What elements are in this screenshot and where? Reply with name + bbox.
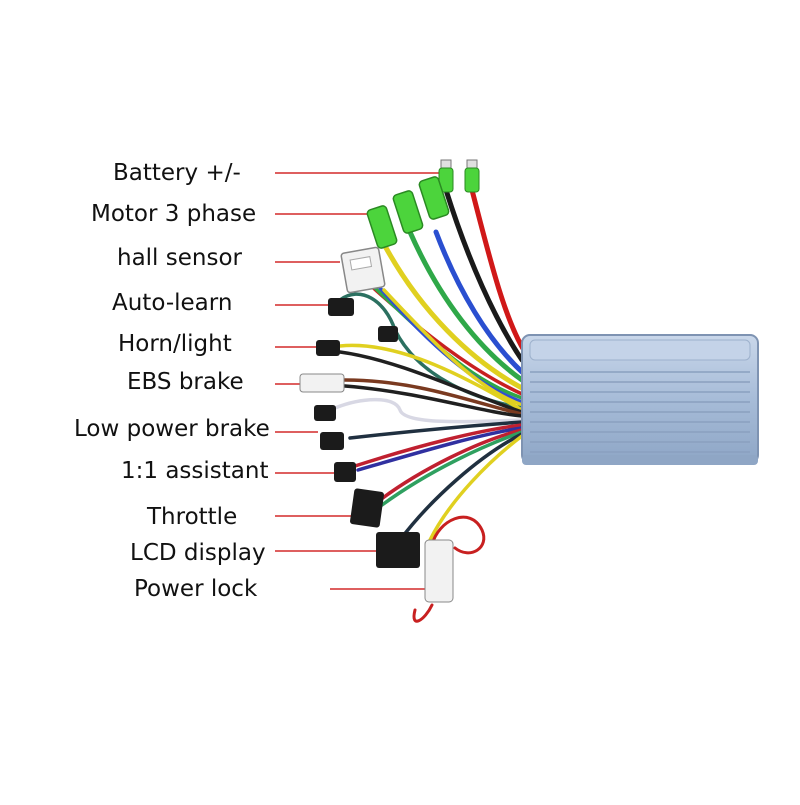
wire-battery-black — [443, 187, 525, 363]
wire-motor-blue — [433, 229, 525, 375]
label-powerlock: Power lock — [134, 576, 258, 602]
wire-horn-yellow — [338, 343, 524, 412]
label-battery: Battery +/- — [113, 160, 241, 186]
wire-lowbrake-dark — [348, 420, 524, 440]
horn-connector — [316, 340, 340, 356]
wire-motor-green — [407, 229, 525, 383]
lcd-connector — [376, 532, 420, 568]
controller-box — [521, 334, 759, 465]
wire-powerlock-red — [430, 515, 486, 555]
battery-terminals — [438, 159, 480, 193]
assistant-connector — [334, 462, 356, 482]
lowbrake-connector-1 — [314, 405, 336, 421]
wire-powerlock-loop — [412, 603, 434, 623]
throttle-connector — [350, 488, 384, 528]
label-autolearn: Auto-learn — [112, 290, 233, 316]
autolearn-connector — [328, 298, 354, 316]
hall-sensor-connector — [340, 246, 386, 294]
label-throttle: Throttle — [147, 504, 238, 530]
wire-ebs-brown — [343, 378, 524, 416]
wire-lowbrake-white — [333, 397, 524, 424]
label-hall: hall sensor — [117, 245, 242, 271]
wire-assistant-blue — [356, 426, 524, 472]
wire-throttle-green — [380, 430, 524, 507]
wire-hall-yellow — [382, 288, 524, 407]
wire-motor-yellow — [382, 243, 525, 391]
wire-horn-black — [338, 350, 524, 414]
small-connectors — [299, 298, 454, 603]
wire-bundle — [333, 187, 528, 623]
label-lcd: LCD display — [130, 540, 266, 566]
ebs-connector — [299, 373, 345, 393]
wire-ebs-black — [343, 384, 524, 418]
label-assistant: 1:1 assistant — [121, 458, 269, 484]
powerlock-connector — [424, 539, 454, 603]
wire-throttle-red — [378, 428, 524, 502]
autolearn-connector-2 — [378, 326, 398, 342]
wire-lcd-dark — [398, 432, 524, 542]
label-motor: Motor 3 phase — [91, 201, 257, 227]
lowbrake-connector-2 — [320, 432, 344, 450]
leader-lines — [275, 172, 440, 590]
motor-phase-connectors — [366, 176, 450, 249]
wire-assistant-red — [353, 423, 524, 468]
wire-battery-red — [469, 187, 528, 355]
wire-lcd-yellow — [428, 434, 524, 542]
label-ebs: EBS brake — [127, 369, 244, 395]
label-horn: Horn/light — [118, 331, 232, 357]
label-lowbrake: Low power brake — [74, 416, 270, 442]
